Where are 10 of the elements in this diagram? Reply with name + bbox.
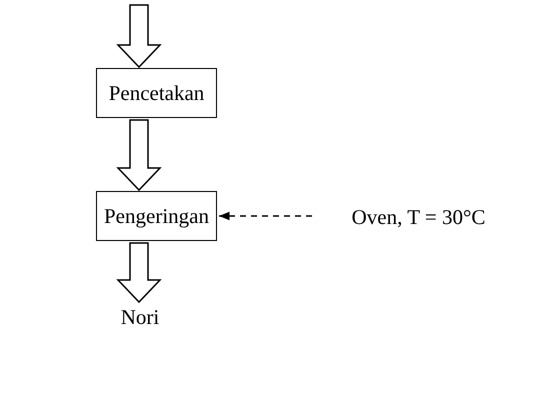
block-arrow (116, 119, 162, 192)
block-arrow (116, 242, 162, 304)
dashed-arrow (219, 212, 312, 220)
process-box (96, 68, 217, 118)
step-text: Pencetakan (108, 80, 204, 106)
step-label: Oven, T = 30°C (316, 203, 521, 231)
step-text: Pengeringan (104, 204, 209, 228)
step-label: Nori (116, 303, 164, 331)
block-arrow (116, 4, 162, 68)
process-box (96, 191, 217, 241)
